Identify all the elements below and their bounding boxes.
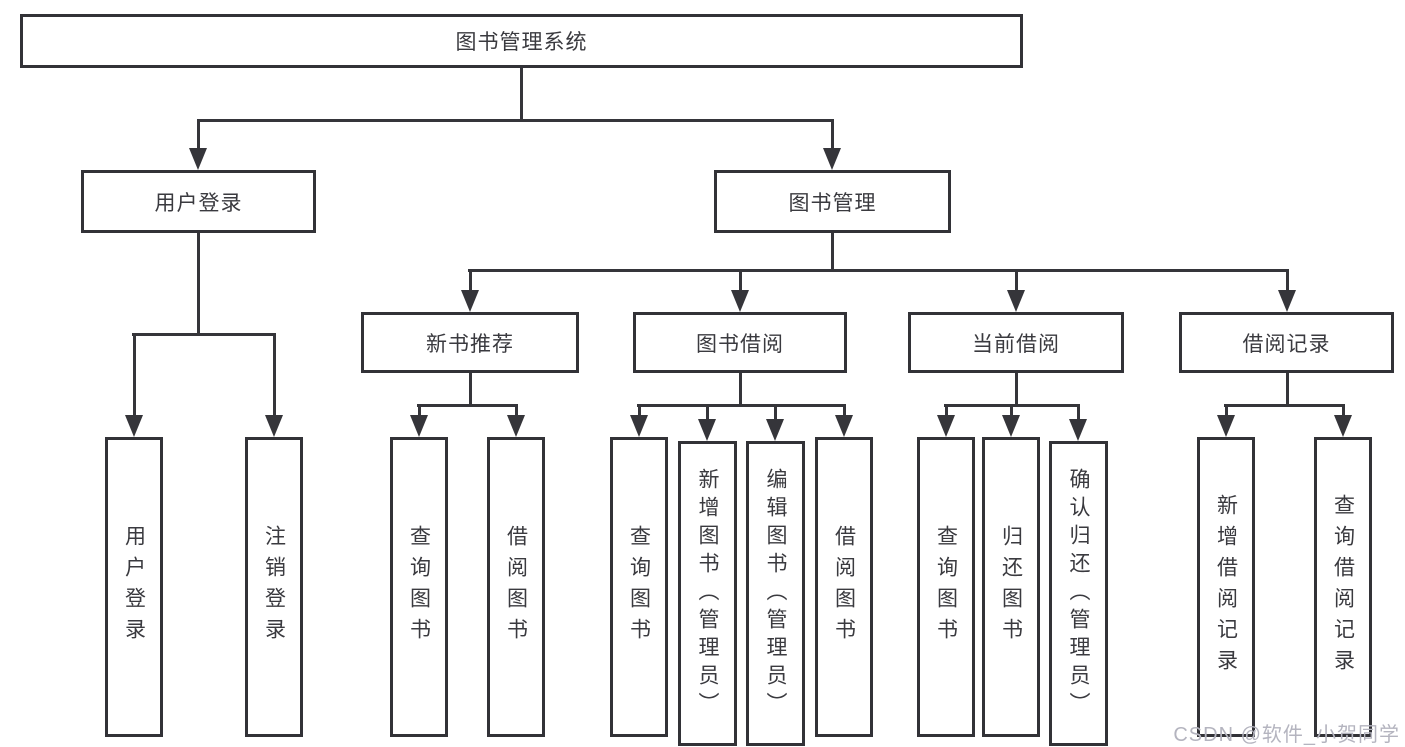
connector-line — [418, 404, 421, 416]
arrowhead-down — [507, 415, 525, 437]
arrowhead-down — [766, 419, 784, 441]
connector-line — [469, 269, 472, 292]
leaf-label: 查询图书 — [627, 525, 651, 649]
connector-line — [831, 233, 834, 272]
node-label: 当前借阅 — [972, 332, 1060, 356]
connector-line — [945, 404, 948, 416]
leaf-borrow-books-borrowing: 借阅图书 — [815, 437, 873, 737]
node-book-borrowing: 图书借阅 — [633, 312, 847, 373]
connector-line — [1077, 404, 1080, 420]
arrowhead-down — [125, 415, 143, 437]
node-label: 借阅记录 — [1242, 332, 1331, 356]
connector-line — [1286, 269, 1289, 292]
leaf-borrow-books-recommend: 借阅图书 — [487, 437, 545, 737]
connector-line — [197, 119, 834, 122]
connector-line — [515, 404, 518, 416]
node-borrowing-records: 借阅记录 — [1179, 312, 1394, 373]
leaf-query-books-recommend: 查询图书 — [390, 437, 448, 737]
leaf-label: 查询图书 — [407, 525, 431, 649]
leaf-query-borrow-record: 查询借阅记录 — [1314, 437, 1372, 737]
arrowhead-down — [1007, 290, 1025, 312]
node-current-borrowing: 当前借阅 — [908, 312, 1124, 373]
connector-line — [132, 333, 276, 336]
connector-line — [520, 68, 523, 122]
leaf-label: 借阅图书 — [832, 525, 856, 649]
arrowhead-down — [1278, 290, 1296, 312]
connector-line — [1010, 404, 1013, 416]
connector-line — [417, 404, 518, 407]
node-library-management-system: 图书管理系统 — [20, 14, 1023, 68]
arrowhead-down — [1069, 419, 1087, 441]
connector-line — [1225, 404, 1228, 416]
connector-line — [637, 404, 846, 407]
connector-line — [273, 333, 276, 416]
connector-line — [831, 119, 834, 149]
arrowhead-down — [731, 290, 749, 312]
node-new-book-recommend: 新书推荐 — [361, 312, 579, 373]
leaf-add-borrow-record: 新增借阅记录 — [1197, 437, 1255, 737]
connector-line — [197, 233, 200, 336]
connector-line — [1224, 404, 1345, 407]
leaf-label: 新增借阅记录 — [1214, 494, 1238, 680]
arrowhead-down — [189, 148, 207, 170]
leaf-label: 新增图书（管理员） — [696, 467, 719, 720]
arrowhead-down — [1217, 415, 1235, 437]
connector-line — [1342, 404, 1345, 416]
leaf-user-login: 用户登录 — [105, 437, 163, 737]
leaf-query-books-borrowing: 查询图书 — [610, 437, 668, 737]
arrowhead-down — [410, 415, 428, 437]
arrowhead-down — [630, 415, 648, 437]
connector-line — [133, 333, 136, 416]
leaf-logout: 注销登录 — [245, 437, 303, 737]
connector-line — [469, 373, 472, 407]
leaf-edit-books-admin: 编辑图书（管理员） — [746, 441, 805, 746]
watermark: CSDN @软件_小贺同学 — [1173, 724, 1400, 746]
arrowhead-down — [1002, 415, 1020, 437]
node-book-management: 图书管理 — [714, 170, 951, 233]
leaf-label: 归还图书 — [999, 525, 1023, 649]
connector-line — [638, 404, 641, 416]
connector-line — [1015, 269, 1018, 292]
leaf-add-books-admin: 新增图书（管理员） — [678, 441, 737, 746]
connector-line — [1015, 373, 1018, 407]
leaf-label: 借阅图书 — [504, 525, 528, 649]
leaf-query-books-current: 查询图书 — [917, 437, 975, 737]
connector-line — [774, 404, 777, 420]
node-label: 图书管理系统 — [455, 31, 588, 54]
node-user-login: 用户登录 — [81, 170, 316, 233]
connector-line — [739, 373, 742, 407]
arrowhead-down — [823, 148, 841, 170]
connector-line — [706, 404, 709, 420]
leaf-label: 用户登录 — [122, 525, 146, 649]
connector-line — [468, 269, 1289, 272]
arrowhead-down — [835, 415, 853, 437]
connector-line — [197, 119, 200, 149]
connector-line — [1286, 373, 1289, 407]
leaf-confirm-return-admin: 确认归还（管理员） — [1049, 441, 1108, 746]
leaf-label: 确认归还（管理员） — [1067, 467, 1090, 720]
connector-line — [739, 269, 742, 292]
leaf-label: 编辑图书（管理员） — [764, 467, 787, 720]
node-label: 图书管理 — [788, 191, 877, 215]
connector-line — [843, 404, 846, 416]
arrowhead-down — [461, 290, 479, 312]
arrowhead-down — [1334, 415, 1352, 437]
leaf-label: 查询图书 — [934, 525, 958, 649]
node-label: 新书推荐 — [426, 332, 514, 356]
arrowhead-down — [698, 419, 716, 441]
leaf-label: 注销登录 — [262, 525, 286, 649]
leaf-return-books: 归还图书 — [982, 437, 1040, 737]
arrowhead-down — [937, 415, 955, 437]
leaf-label: 查询借阅记录 — [1331, 494, 1355, 680]
node-label: 图书借阅 — [696, 332, 784, 356]
node-label: 用户登录 — [154, 191, 243, 215]
arrowhead-down — [265, 415, 283, 437]
